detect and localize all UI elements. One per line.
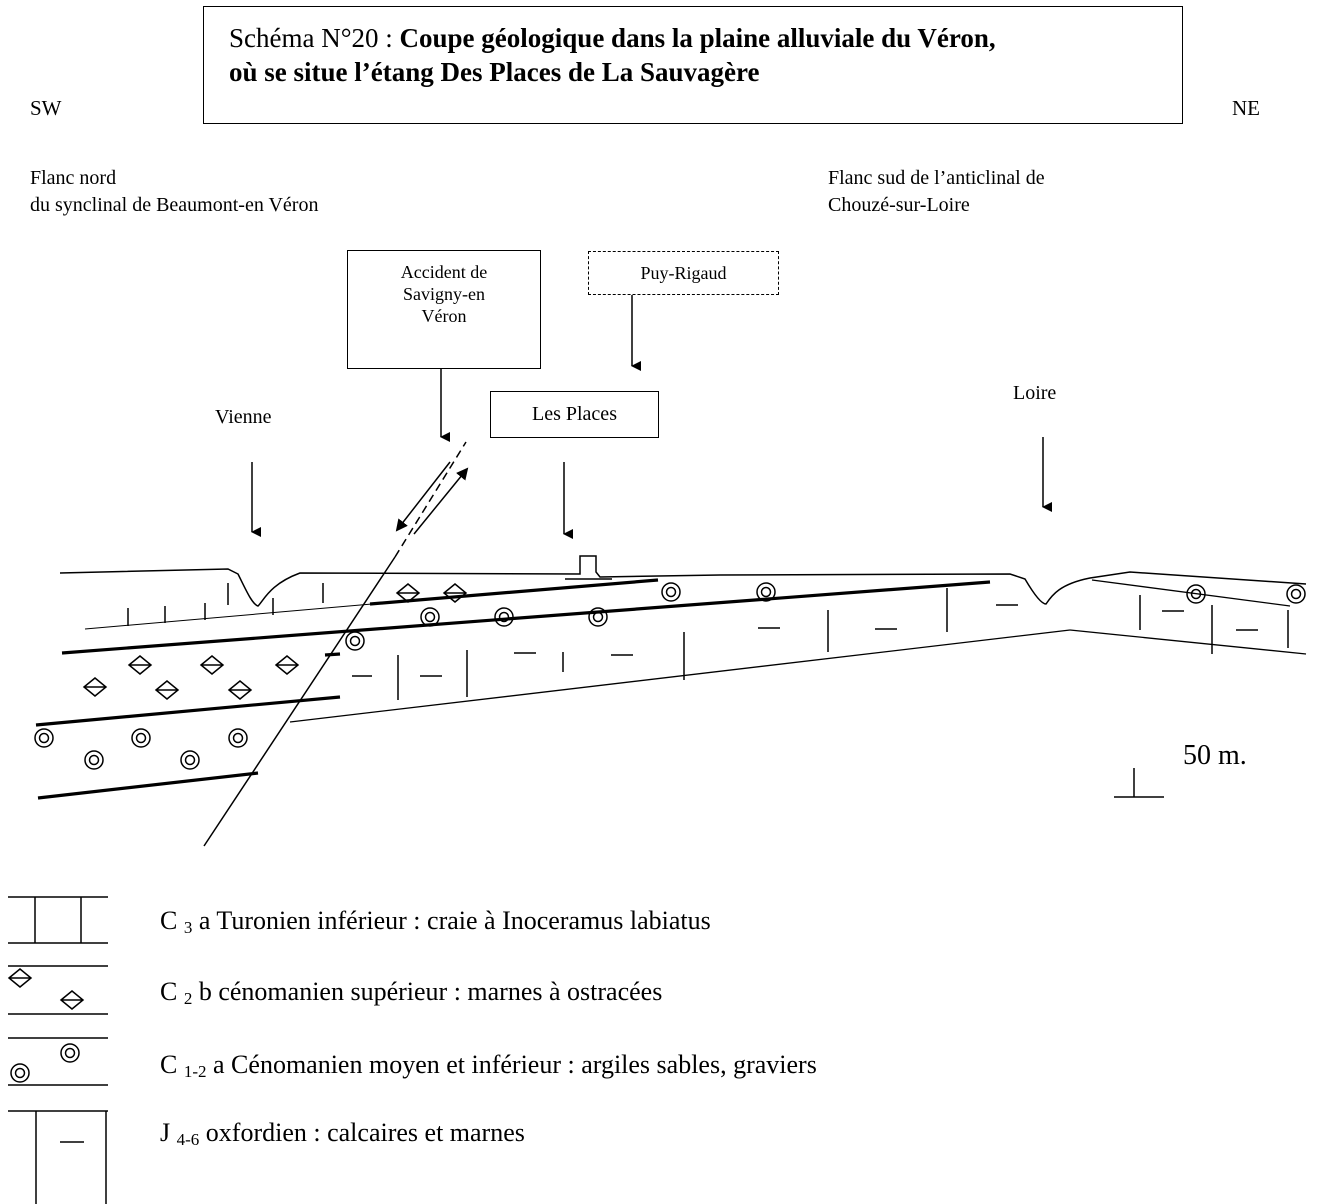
legend-item-cenomanien-moyen: C 1-2 a Cénomanien moyen et inférieur : … (160, 1050, 817, 1081)
legend-symbol-cenomanien-moy (8, 1037, 108, 1086)
flank-right-line2: Chouzé-sur-Loire (828, 194, 970, 216)
flank-right-line1: Flanc sud de l’anticlinal de (828, 167, 1045, 189)
location-arrows (251, 295, 1052, 539)
fault-line-dashed (394, 441, 467, 558)
accident-box: Accident de Savigny-en Véron (347, 250, 541, 369)
title-box: Schéma N°20 : Coupe géologique dans la p… (203, 6, 1183, 124)
puy-rigaud-label: Puy-Rigaud (640, 263, 727, 283)
pattern-oxfordien (352, 588, 1018, 700)
vienne-label: Vienne (215, 406, 272, 428)
fault (203, 441, 469, 847)
fault-arrow-up (413, 467, 469, 535)
les-places-box: Les Places (490, 391, 659, 438)
puy-rigaud-box: Puy-Rigaud (588, 251, 779, 295)
accident-line2: Savigny-en (403, 284, 485, 304)
loire-label: Loire (1013, 382, 1057, 404)
les-places-label: Les Places (532, 403, 617, 425)
pattern-turonien (127, 583, 1289, 654)
legend-item-turonien: C 3 a Turonien inférieur : craie à Inoce… (160, 906, 711, 937)
orientation-ne: NE (1232, 96, 1260, 120)
accident-line1: Accident de (400, 262, 488, 282)
legend-symbol-turonien (8, 896, 108, 944)
orientation-sw: SW (30, 96, 62, 120)
legend-symbols (8, 896, 108, 1204)
topography-surface (59, 555, 1307, 607)
title-prefix: Schéma N°20 : (229, 23, 400, 53)
flank-left-line1: Flanc nord (30, 167, 117, 189)
pattern-cenomanien-moyen (34, 582, 1306, 770)
scale-label: 50 m. (1183, 740, 1247, 771)
fault-arrow-down (395, 461, 451, 532)
legend-item-oxfordien: J 4-6 oxfordien : calcaires et marnes (160, 1118, 525, 1149)
flank-left-line2: du synclinal de Beaumont-en Véron (30, 194, 319, 216)
accident-line3: Véron (421, 306, 467, 326)
scale-bar (1114, 768, 1164, 798)
flank-left: Flanc nord du synclinal de Beaumont-en V… (30, 165, 318, 219)
legend-symbol-cenomanien-sup (8, 965, 108, 1015)
title-bold-line2: où se situe l’étang Des Places de La Sau… (229, 57, 760, 87)
pattern-cenomanien-superieur (83, 583, 467, 700)
legend-symbol-oxfordien (8, 1110, 108, 1204)
legend-item-cenomanien-superieur: C 2 b cénomanien supérieur : marnes à os… (160, 977, 663, 1008)
flank-right: Flanc sud de l’anticlinal de Chouzé-sur-… (828, 165, 1045, 219)
title-bold-line1: Coupe géologique dans la plaine alluvial… (399, 23, 996, 53)
strata-boundaries (35, 578, 1307, 800)
